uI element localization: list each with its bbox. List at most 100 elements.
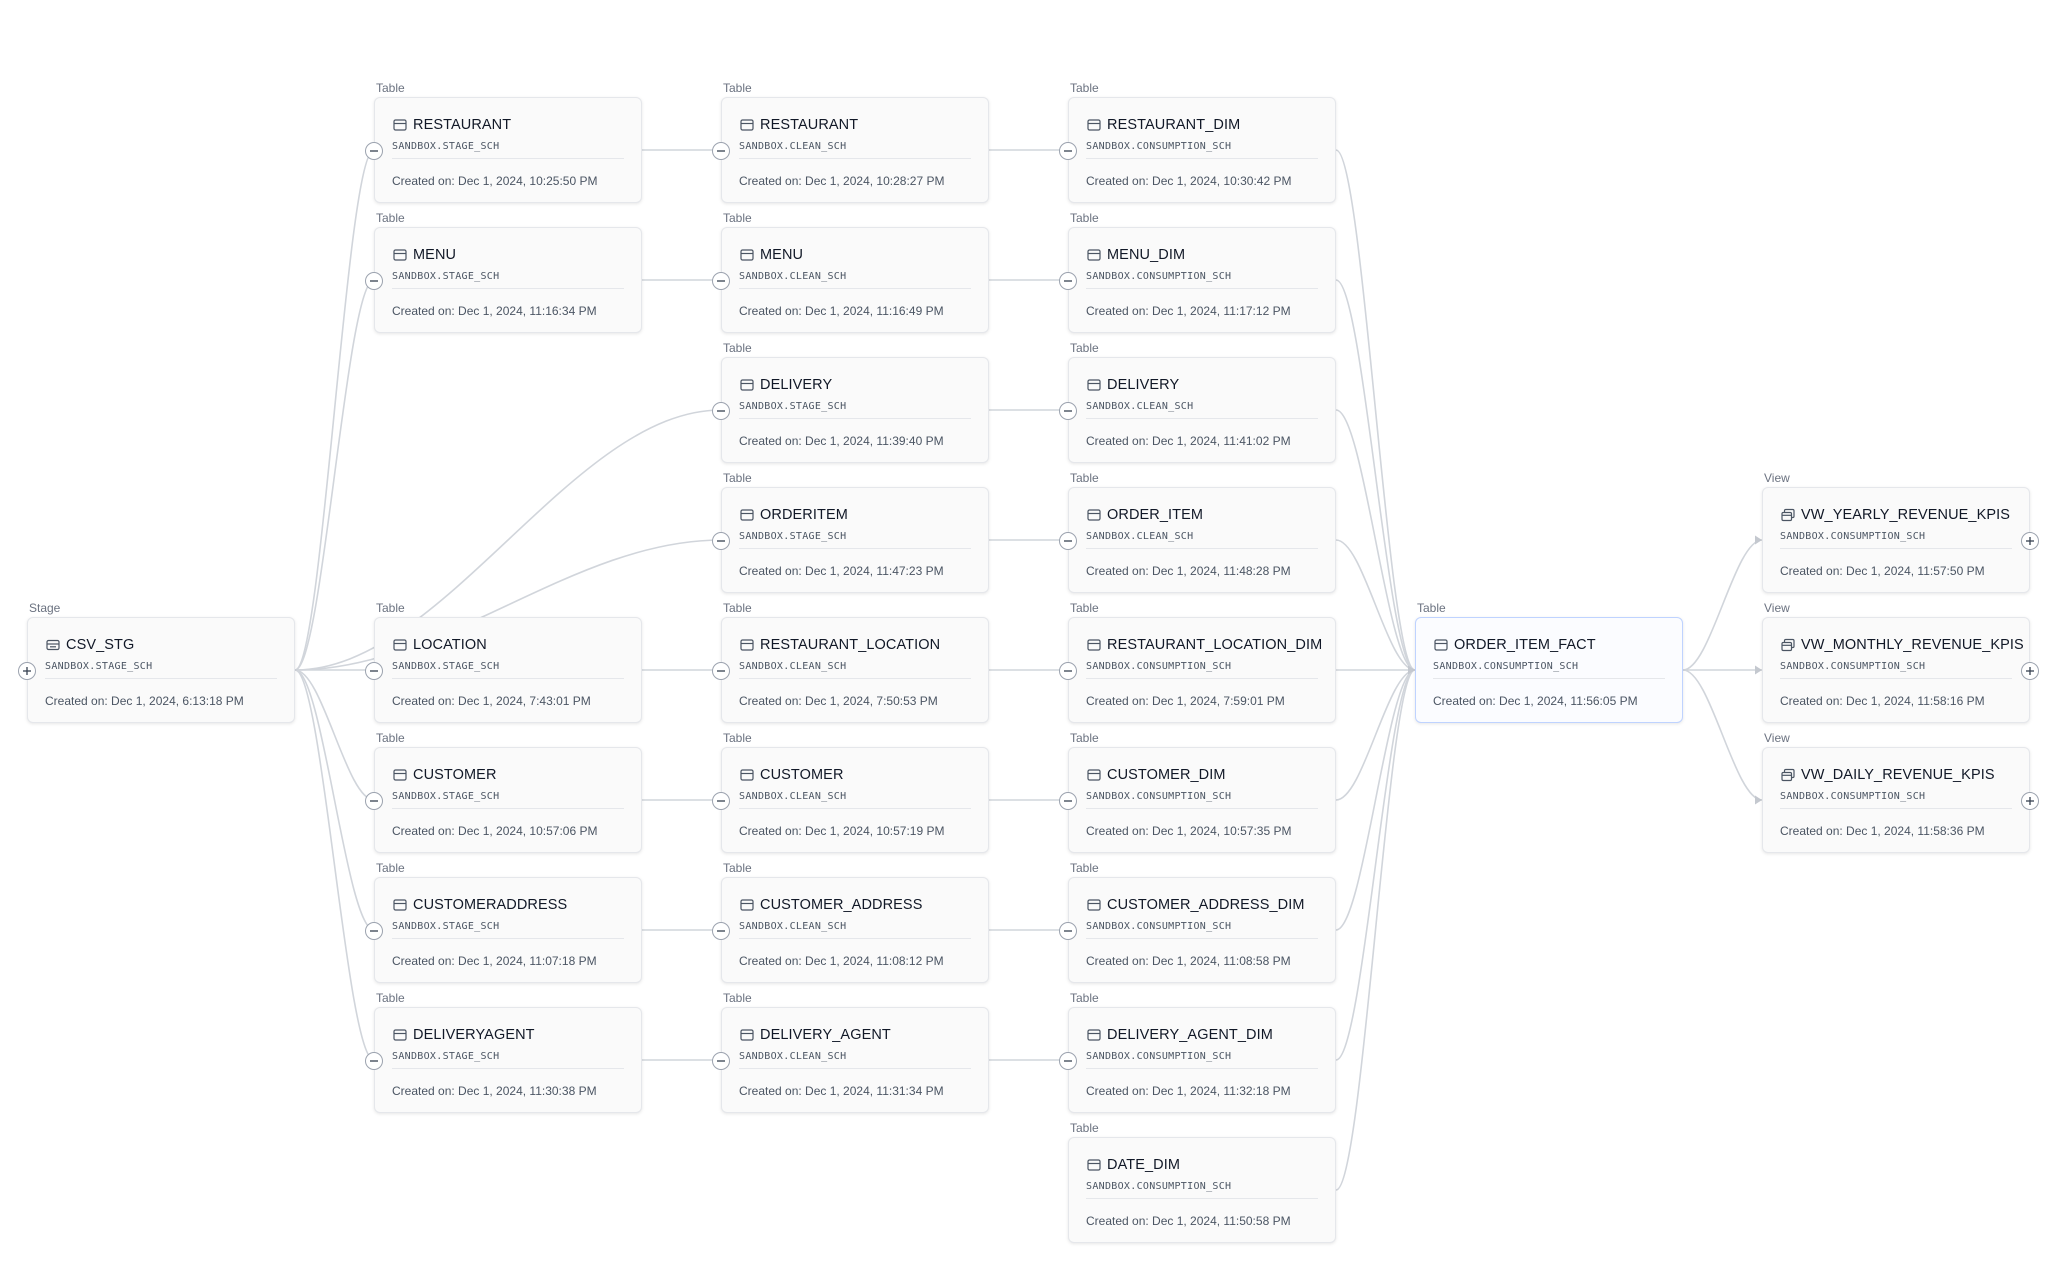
node-schema: SANDBOX.STAGE_SCH <box>739 531 847 542</box>
node-card[interactable]: CUSTOMER SANDBOX.CLEAN_SCH Created on: D… <box>712 747 989 853</box>
node-card[interactable]: DATE_DIM SANDBOX.CONSUMPTION_SCH Created… <box>1068 1137 1336 1243</box>
node-card[interactable]: CSV_STG SANDBOX.STAGE_SCH Created on: De… <box>18 617 295 723</box>
collapse-upstream-button[interactable] <box>712 662 730 680</box>
collapse-upstream-button[interactable] <box>365 792 383 810</box>
collapse-upstream-button[interactable] <box>712 922 730 940</box>
node-card[interactable]: DELIVERY SANDBOX.STAGE_SCH Created on: D… <box>712 357 989 463</box>
collapse-upstream-button[interactable] <box>365 1052 383 1070</box>
node-created-on: Created on: Dec 1, 2024, 11:47:23 PM <box>739 564 944 578</box>
node-schema: SANDBOX.STAGE_SCH <box>392 791 500 802</box>
node-created-on: Created on: Dec 1, 2024, 7:50:53 PM <box>739 694 938 708</box>
collapse-upstream-button[interactable] <box>712 402 730 420</box>
expand-downstream-button[interactable] <box>2021 532 2039 550</box>
node-divider <box>1086 548 1318 549</box>
collapse-upstream-button[interactable] <box>712 142 730 160</box>
collapse-upstream-button[interactable] <box>365 662 383 680</box>
node-schema: SANDBOX.CLEAN_SCH <box>739 271 847 282</box>
table-icon <box>1086 897 1102 913</box>
collapse-upstream-button[interactable] <box>1059 662 1077 680</box>
node-divider <box>1086 1198 1318 1199</box>
node-type-label: Table <box>376 211 405 225</box>
lineage-node-cust-dim: Table CUSTOMER_DIM SANDBOX.CONSUMPTION_S… <box>1059 731 1336 853</box>
collapse-upstream-button[interactable] <box>712 1052 730 1070</box>
node-card[interactable]: RESTAURANT_DIM SANDBOX.CONSUMPTION_SCH C… <box>1059 97 1336 203</box>
collapse-upstream-button[interactable] <box>365 142 383 160</box>
node-title-row: MENU <box>392 245 456 265</box>
node-card[interactable]: DELIVERY_AGENT SANDBOX.CLEAN_SCH Created… <box>712 1007 989 1113</box>
minus-icon <box>717 280 725 282</box>
expand-upstream-button[interactable] <box>18 662 36 680</box>
node-card[interactable]: CUSTOMER_DIM SANDBOX.CONSUMPTION_SCH Cre… <box>1059 747 1336 853</box>
node-schema: SANDBOX.STAGE_SCH <box>392 661 500 672</box>
node-card[interactable]: RESTAURANT_LOCATION SANDBOX.CLEAN_SCH Cr… <box>712 617 989 723</box>
node-card[interactable]: LOCATION SANDBOX.STAGE_SCH Created on: D… <box>365 617 642 723</box>
node-card[interactable]: RESTAURANT_LOCATION_DIM SANDBOX.CONSUMPT… <box>1059 617 1336 723</box>
expand-downstream-button[interactable] <box>2021 662 2039 680</box>
collapse-upstream-button[interactable] <box>1059 402 1077 420</box>
node-card[interactable]: ORDERITEM SANDBOX.STAGE_SCH Created on: … <box>712 487 989 593</box>
node-divider <box>1086 418 1318 419</box>
collapse-upstream-button[interactable] <box>1059 1052 1077 1070</box>
node-card[interactable]: MENU_DIM SANDBOX.CONSUMPTION_SCH Created… <box>1059 227 1336 333</box>
node-card[interactable]: CUSTOMER SANDBOX.STAGE_SCH Created on: D… <box>365 747 642 853</box>
node-schema: SANDBOX.CONSUMPTION_SCH <box>1086 141 1232 152</box>
minus-icon <box>1064 150 1072 152</box>
node-title-row: VW_YEARLY_REVENUE_KPIS <box>1780 505 2010 525</box>
node-schema: SANDBOX.STAGE_SCH <box>45 661 153 672</box>
node-card[interactable]: CUSTOMER_ADDRESS SANDBOX.CLEAN_SCH Creat… <box>712 877 989 983</box>
node-title: CUSTOMER_ADDRESS_DIM <box>1107 897 1305 913</box>
lineage-node-menu-stage: Table MENU SANDBOX.STAGE_SCH Created on:… <box>365 211 642 333</box>
lineage-edge <box>294 149 375 671</box>
lineage-edge <box>1335 669 1416 1191</box>
node-created-on: Created on: Dec 1, 2024, 10:57:19 PM <box>739 824 945 838</box>
node-card[interactable]: RESTAURANT SANDBOX.CLEAN_SCH Created on:… <box>712 97 989 203</box>
node-card[interactable]: DELIVERYAGENT SANDBOX.STAGE_SCH Created … <box>365 1007 642 1113</box>
collapse-upstream-button[interactable] <box>1059 792 1077 810</box>
node-card[interactable]: MENU SANDBOX.STAGE_SCH Created on: Dec 1… <box>365 227 642 333</box>
node-divider <box>739 288 971 289</box>
node-card[interactable]: DELIVERY_AGENT_DIM SANDBOX.CONSUMPTION_S… <box>1059 1007 1336 1113</box>
lineage-edge <box>1335 149 1416 671</box>
minus-icon <box>370 150 378 152</box>
node-title-row: DELIVERY <box>1086 375 1179 395</box>
collapse-upstream-button[interactable] <box>1059 142 1077 160</box>
minus-icon <box>717 930 725 932</box>
node-created-on: Created on: Dec 1, 2024, 11:32:18 PM <box>1086 1084 1291 1098</box>
collapse-upstream-button[interactable] <box>1059 272 1077 290</box>
table-icon <box>739 117 755 133</box>
node-card[interactable]: CUSTOMER_ADDRESS_DIM SANDBOX.CONSUMPTION… <box>1059 877 1336 983</box>
node-type-label: Table <box>1070 861 1099 875</box>
node-card[interactable]: VW_DAILY_REVENUE_KPIS SANDBOX.CONSUMPTIO… <box>1762 747 2039 853</box>
node-type-label: Table <box>1070 1121 1099 1135</box>
minus-icon <box>717 800 725 802</box>
collapse-upstream-button[interactable] <box>1059 532 1077 550</box>
node-created-on: Created on: Dec 1, 2024, 7:59:01 PM <box>1086 694 1285 708</box>
node-card[interactable]: RESTAURANT SANDBOX.STAGE_SCH Created on:… <box>365 97 642 203</box>
node-title: DELIVERY <box>1107 377 1180 393</box>
node-card[interactable]: DELIVERY SANDBOX.CLEAN_SCH Created on: D… <box>1059 357 1336 463</box>
node-card[interactable]: ORDER_ITEM_FACT SANDBOX.CONSUMPTION_SCH … <box>1415 617 1683 723</box>
node-card[interactable]: CUSTOMERADDRESS SANDBOX.STAGE_SCH Create… <box>365 877 642 983</box>
node-card[interactable]: ORDER_ITEM SANDBOX.CLEAN_SCH Created on:… <box>1059 487 1336 593</box>
node-title: DELIVERYAGENT <box>413 1027 535 1043</box>
node-title: DELIVERY_AGENT_DIM <box>1107 1027 1273 1043</box>
node-card[interactable]: MENU SANDBOX.CLEAN_SCH Created on: Dec 1… <box>712 227 989 333</box>
node-schema: SANDBOX.CLEAN_SCH <box>1086 401 1194 412</box>
collapse-upstream-button[interactable] <box>1059 922 1077 940</box>
node-type-label: Table <box>376 861 405 875</box>
expand-downstream-button[interactable] <box>2021 792 2039 810</box>
collapse-upstream-button[interactable] <box>712 792 730 810</box>
table-icon <box>392 247 408 263</box>
node-schema: SANDBOX.CONSUMPTION_SCH <box>1433 661 1579 672</box>
collapse-upstream-button[interactable] <box>712 532 730 550</box>
node-type-label: Table <box>1070 81 1099 95</box>
collapse-upstream-button[interactable] <box>365 922 383 940</box>
collapse-upstream-button[interactable] <box>712 272 730 290</box>
node-card[interactable]: VW_MONTHLY_REVENUE_KPIS SANDBOX.CONSUMPT… <box>1762 617 2039 723</box>
node-card[interactable]: VW_YEARLY_REVENUE_KPIS SANDBOX.CONSUMPTI… <box>1762 487 2039 593</box>
node-title: RESTAURANT_LOCATION <box>760 637 941 653</box>
lineage-node-vw-yearly: View VW_YEARLY_REVENUE_KPIS SANDBOX.CONS… <box>1762 471 2039 593</box>
node-created-on: Created on: Dec 1, 2024, 10:25:50 PM <box>392 174 598 188</box>
collapse-upstream-button[interactable] <box>365 272 383 290</box>
